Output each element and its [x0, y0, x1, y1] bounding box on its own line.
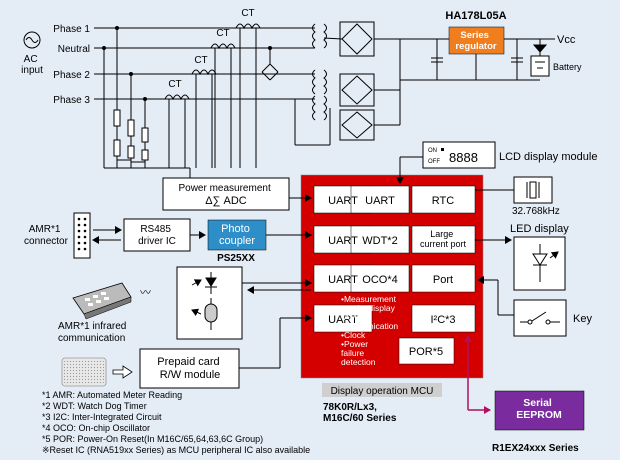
infrared-arrows [242, 279, 312, 294]
uart-label-1: UART [328, 195, 358, 207]
footnote-6: ※Reset IC (RNA519xx Series) as MCU perip… [42, 445, 310, 455]
footnote-1: *1 AMR: Automated Meter Reading [42, 390, 182, 400]
crystal-icon [526, 181, 540, 199]
power-measurement-box [162, 177, 290, 211]
series-regulator-box [448, 26, 505, 55]
lcd-module-icon: ON OFF 8888 [422, 141, 496, 169]
voltage-dividers [103, 28, 190, 169]
star-connection [261, 48, 279, 81]
led-icon [532, 244, 559, 282]
uart-label-3: UART [328, 235, 358, 247]
uart-label-2: UART [365, 195, 395, 207]
key-label: Key [573, 313, 592, 325]
ct-label-1: CT [241, 8, 254, 19]
ac-input-label: AC input [21, 54, 43, 76]
svg-text:8888: 8888 [449, 150, 478, 165]
rs485-label: RS485 driver IC [138, 224, 176, 247]
footnotes: *1 AMR: Automated Meter Reading *2 WDT: … [42, 390, 310, 455]
mcu-features: •Measurement results display •AMR commun… [341, 294, 401, 367]
photo-coupler-part: PS25XX [217, 253, 255, 264]
regulator-part-label: HA178L05A [445, 10, 506, 22]
photo-coupler-label: Photo coupler [219, 223, 255, 247]
prepaid-card-label: Prepaid card R/W module [157, 356, 222, 381]
ac-source-icon [23, 31, 41, 49]
key-wiring [477, 276, 514, 316]
uart-label-5: UART [328, 314, 358, 326]
prepaid-card-wiring [239, 314, 312, 369]
vcc-label: Vcc [557, 34, 576, 46]
phase3-label: Phase 3 [53, 95, 90, 106]
rectifier-section [294, 21, 445, 146]
uart-label-4: UART [328, 274, 358, 286]
amr-infrared-label: AMR*1 infrared communication [58, 321, 129, 344]
uart-cell-2 [350, 185, 410, 214]
large-current-port-cell [411, 225, 476, 254]
por-cell [398, 337, 455, 365]
key-switch-icon [520, 311, 560, 325]
footnote-4: *4 OCO: On-chip Oscillator [42, 423, 150, 433]
led-display-label: LED display [510, 223, 569, 235]
footnote-3: *3 I2C: Inter-Integrated Circuit [42, 412, 162, 422]
ct-label-3: CT [194, 55, 207, 66]
mcu-cell-labels: UART UART RTC UART WDT*2 Large current p… [328, 195, 466, 358]
prepaid-card-arrow-icon [112, 365, 133, 379]
wdt-cell [350, 225, 410, 254]
infrared-device-icon [72, 282, 132, 320]
port-cell [411, 264, 476, 293]
i2c-bus [464, 335, 491, 414]
infrared-wave: 〰 [140, 287, 151, 299]
i2c-label: I²C*3 [430, 314, 455, 326]
oco-label: OCO*4 [362, 274, 397, 286]
lcd-module-label: LCD display module [499, 151, 597, 163]
rs485-box [123, 218, 191, 252]
mcu-cells [313, 185, 476, 365]
regulator-wiring [400, 38, 555, 81]
left-arrows [92, 194, 312, 244]
lcd-wiring [396, 156, 423, 184]
amr-connector-label: AMR*1 connector [24, 224, 69, 247]
eeprom-box [494, 390, 585, 431]
eeprom-part: R1EX24xxx Series [492, 443, 579, 454]
eeprom-label: Serial EEPROM [516, 397, 562, 421]
prepaid-card-icon [61, 357, 107, 387]
rtc-label: RTC [432, 195, 454, 207]
ct-coils [164, 23, 261, 168]
infrared-led-icon [191, 272, 218, 330]
por-label: POR*5 [409, 346, 443, 358]
battery-label: Battery [553, 62, 582, 72]
svg-text:OFF: OFF [428, 159, 440, 165]
oco-cell [350, 264, 410, 293]
ct-label-2: CT [216, 28, 229, 39]
wdt-label: WDT*2 [362, 235, 397, 247]
footnote-2: *2 WDT: Watch Dog Timer [42, 401, 147, 411]
crystal-label: 32.768kHz [512, 206, 560, 217]
port-label: Port [433, 274, 453, 286]
ct-label-4: CT [168, 79, 181, 90]
junction-dots [102, 26, 272, 101]
power-measurement-label: Power measurement Δ∑ ADC [178, 183, 273, 207]
mcu-title: Display operation MCU [331, 386, 434, 397]
footnote-5: *5 POR: Power-On Reset(In M16C/65,64,63,… [42, 434, 263, 444]
mcu-part: 78K0R/Lx3, M16C/60 Series [323, 402, 397, 424]
rtc-cell [411, 185, 476, 214]
phase2-label: Phase 2 [53, 70, 90, 81]
neutral-label: Neutral [58, 44, 90, 55]
i2c-cell [411, 304, 476, 333]
series-regulator-label: Series regulator [455, 30, 496, 52]
phase1-label: Phase 1 [53, 24, 90, 35]
mcu-title-bg [322, 383, 442, 397]
uart-cell-5 [313, 304, 373, 333]
key-box [513, 299, 567, 337]
svg-text:ON: ON [428, 148, 437, 154]
large-current-port-label: Large current port [420, 229, 467, 249]
prepaid-card-box [139, 348, 240, 389]
amr-connector-icon [73, 212, 91, 259]
